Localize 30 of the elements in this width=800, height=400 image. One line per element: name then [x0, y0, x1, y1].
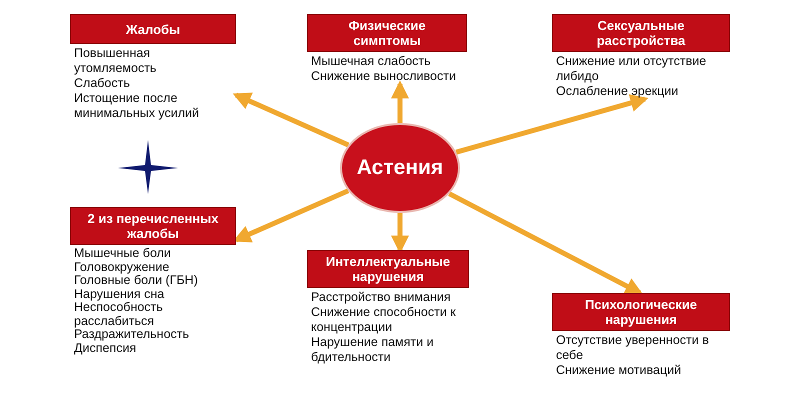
- symptom-text: Мышечная слабость: [310, 54, 432, 69]
- symptom-text: Истощение после минимальных усилий: [73, 91, 200, 121]
- symptom-text: Ослабление эрекции: [555, 84, 680, 99]
- arrow: [391, 80, 409, 123]
- symptom-text: Снижение способности к концентрации: [310, 305, 457, 335]
- symptom-text: Слабость: [73, 76, 131, 91]
- symptom-text: Снижение выносливости: [310, 69, 457, 84]
- symptom-text: Повышенная утомляемость: [73, 46, 158, 76]
- category-header: Интеллектуальные нарушения: [307, 250, 469, 288]
- symptom-text: Головные боли (ГБН): [73, 274, 199, 288]
- symptom-text: Расстройство внимания: [310, 290, 452, 305]
- category-header: Сексуальные расстройства: [552, 14, 730, 52]
- symptom-text: Мышечные боли: [73, 247, 172, 260]
- arrow: [448, 191, 644, 296]
- symptom-text: Диспепсия: [73, 342, 136, 355]
- symptom-text: Неспособность расслабиться: [73, 301, 164, 328]
- arrow: [456, 94, 648, 155]
- symptom-text: Отсутствие уверенности в себе: [555, 333, 710, 363]
- symptom-text: Снижение или отсутствие либидо: [555, 54, 708, 84]
- symptom-text: Снижение мотиваций: [555, 363, 682, 378]
- category-header: Психологические нарушения: [552, 293, 730, 331]
- symptom-text: Головокружение: [73, 260, 170, 274]
- category-header: 2 из перечисленных жалобы: [70, 207, 236, 245]
- symptom-text: Раздражительность: [73, 328, 190, 342]
- category-header: Жалобы: [70, 14, 236, 44]
- symptom-text: Нарушение памяти и бдительности: [310, 335, 435, 365]
- central-title: Астения: [356, 156, 444, 180]
- arrow: [232, 92, 350, 148]
- category-header: Физические симптомы: [307, 14, 467, 52]
- symptom-text: Нарушения сна: [73, 288, 166, 301]
